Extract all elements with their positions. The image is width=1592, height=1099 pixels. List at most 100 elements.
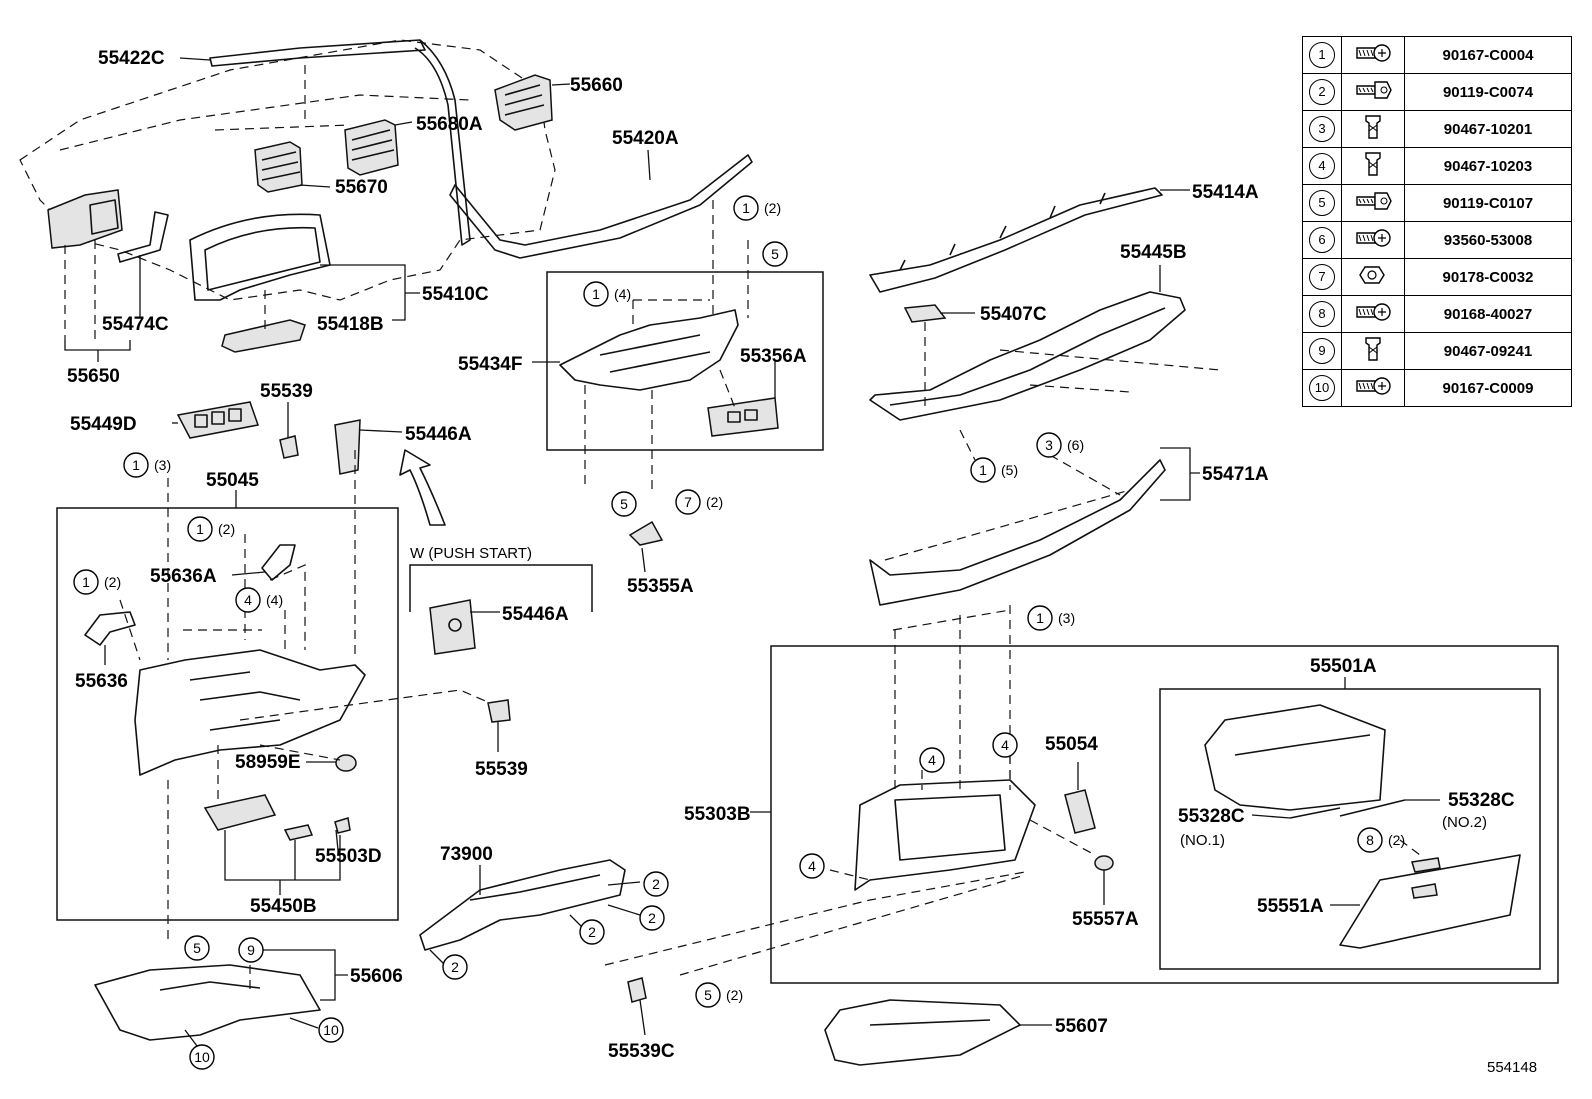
callout-1-5: 1(5) <box>970 457 1018 483</box>
svg-text:3: 3 <box>1045 437 1053 453</box>
push-start-bracket <box>409 564 593 612</box>
part-55449D-drawing <box>176 401 259 439</box>
clip-icon <box>1341 332 1405 370</box>
part-55650-drawing <box>47 189 169 263</box>
part-55670-drawing <box>254 141 303 193</box>
bolt-icon <box>1341 73 1405 111</box>
label-55420A: 55420A <box>612 128 679 149</box>
svg-text:4: 4 <box>244 592 252 608</box>
callout-4-4: 4 (4) <box>235 587 283 613</box>
fastener-part-number: 90167-C0009 <box>1404 369 1572 407</box>
svg-text:4: 4 <box>1001 737 1009 753</box>
svg-text:10: 10 <box>323 1022 339 1038</box>
fastener-part-number: 93560-53008 <box>1404 221 1572 259</box>
assembly-box-55501A <box>1159 688 1541 970</box>
callout-9: 9 <box>238 937 264 963</box>
fastener-part-number: 90167-C0004 <box>1404 36 1572 74</box>
fastener-row: 6 93560-53008 <box>1302 221 1572 259</box>
svg-text:(3): (3) <box>154 457 171 473</box>
label-55303B: 55303B <box>684 804 751 825</box>
svg-text:5: 5 <box>193 940 201 956</box>
part-55551A-drawing <box>1339 854 1521 949</box>
screw-icon <box>1341 221 1405 259</box>
part-55539b-drawing <box>487 699 511 723</box>
label-55539a: 55539 <box>260 381 313 402</box>
part-55501A-drawing <box>1204 704 1386 811</box>
fastener-number-circle: 3 <box>1309 116 1335 142</box>
callout-5-bottom: 5 <box>184 935 210 961</box>
svg-text:2: 2 <box>588 924 596 940</box>
svg-text:(4): (4) <box>266 592 283 608</box>
callout-1-3-right: 1(3) <box>1027 605 1075 631</box>
label-55680A: 55680A <box>416 114 483 135</box>
part-55607-drawing <box>824 999 1021 1066</box>
part-55539a-drawing <box>279 435 299 459</box>
label-55557A: 55557A <box>1072 909 1139 930</box>
fastener-number-circle: 6 <box>1309 227 1335 253</box>
fastener-part-number: 90119-C0107 <box>1404 184 1572 222</box>
label-55539b: 55539 <box>475 759 528 780</box>
callout-5-2-bottom: 5(2) <box>695 982 743 1008</box>
svg-text:(2): (2) <box>104 574 121 590</box>
svg-text:2: 2 <box>451 959 459 975</box>
part-55680A-drawing <box>344 119 399 176</box>
callout-10-b: 10 <box>189 1044 215 1070</box>
svg-text:4: 4 <box>928 752 936 768</box>
callout-2-c: 2 <box>579 919 605 945</box>
fastener-number-circle: 4 <box>1309 153 1335 179</box>
fastener-number: 3 <box>1302 110 1342 148</box>
fastener-number: 2 <box>1302 73 1342 111</box>
callout-5-top: 5 <box>762 241 788 267</box>
part-55445B-drawing <box>869 291 1186 421</box>
clip-icon <box>1341 110 1405 148</box>
part-55606-drawing <box>94 964 321 1041</box>
fastener-number: 10 <box>1302 369 1342 407</box>
diagram-id: 554148 <box>1487 1059 1537 1076</box>
svg-text:(2): (2) <box>706 494 723 510</box>
svg-text:5: 5 <box>771 246 779 262</box>
svg-text:10: 10 <box>194 1049 210 1065</box>
label-55445B: 55445B <box>1120 242 1187 263</box>
label-55355A: 55355A <box>627 576 694 597</box>
label-55650: 55650 <box>67 366 120 387</box>
label-55410C: 55410C <box>422 284 489 305</box>
part-55446Ab-drawing <box>429 599 476 655</box>
screw-icon <box>1341 36 1405 74</box>
fastener-number-circle: 2 <box>1309 79 1335 105</box>
label-55414A: 55414A <box>1192 182 1259 203</box>
label-73900: 73900 <box>440 844 493 865</box>
label-no2: (NO.2) <box>1442 814 1487 831</box>
svg-text:(4): (4) <box>614 286 631 302</box>
label-55418B: 55418B <box>317 314 384 335</box>
svg-text:5: 5 <box>620 496 628 512</box>
label-55670: 55670 <box>335 177 388 198</box>
label-55450B: 55450B <box>250 896 317 917</box>
svg-text:7: 7 <box>684 494 692 510</box>
part-55356A-drawing <box>707 397 779 437</box>
svg-text:(2): (2) <box>764 200 781 216</box>
label-no1: (NO.1) <box>1180 832 1225 849</box>
label-55636: 55636 <box>75 671 128 692</box>
label-55607: 55607 <box>1055 1016 1108 1037</box>
svg-text:(2): (2) <box>726 987 743 1003</box>
callout-1-4: 1(4) <box>583 281 631 307</box>
fastener-number-circle: 8 <box>1309 301 1335 327</box>
bolt-icon <box>1341 184 1405 222</box>
callout-2-b: 2 <box>639 905 665 931</box>
label-55328Cb: 55328C <box>1448 790 1515 811</box>
callout-2-a: 2 <box>643 871 669 897</box>
callout-10-a: 10 <box>318 1017 344 1043</box>
part-labels: 55422C 55660 55680A 55420A 55670 55414A … <box>67 48 1537 1076</box>
label-55356A: 55356A <box>740 346 807 367</box>
fastener-number: 7 <box>1302 258 1342 296</box>
label-55474C: 55474C <box>102 314 169 335</box>
instrument-panel-outline <box>19 39 556 301</box>
label-55054: 55054 <box>1045 734 1098 755</box>
part-73900-drawing <box>419 859 626 951</box>
label-55606: 55606 <box>350 966 403 987</box>
svg-text:(3): (3) <box>1058 610 1075 626</box>
